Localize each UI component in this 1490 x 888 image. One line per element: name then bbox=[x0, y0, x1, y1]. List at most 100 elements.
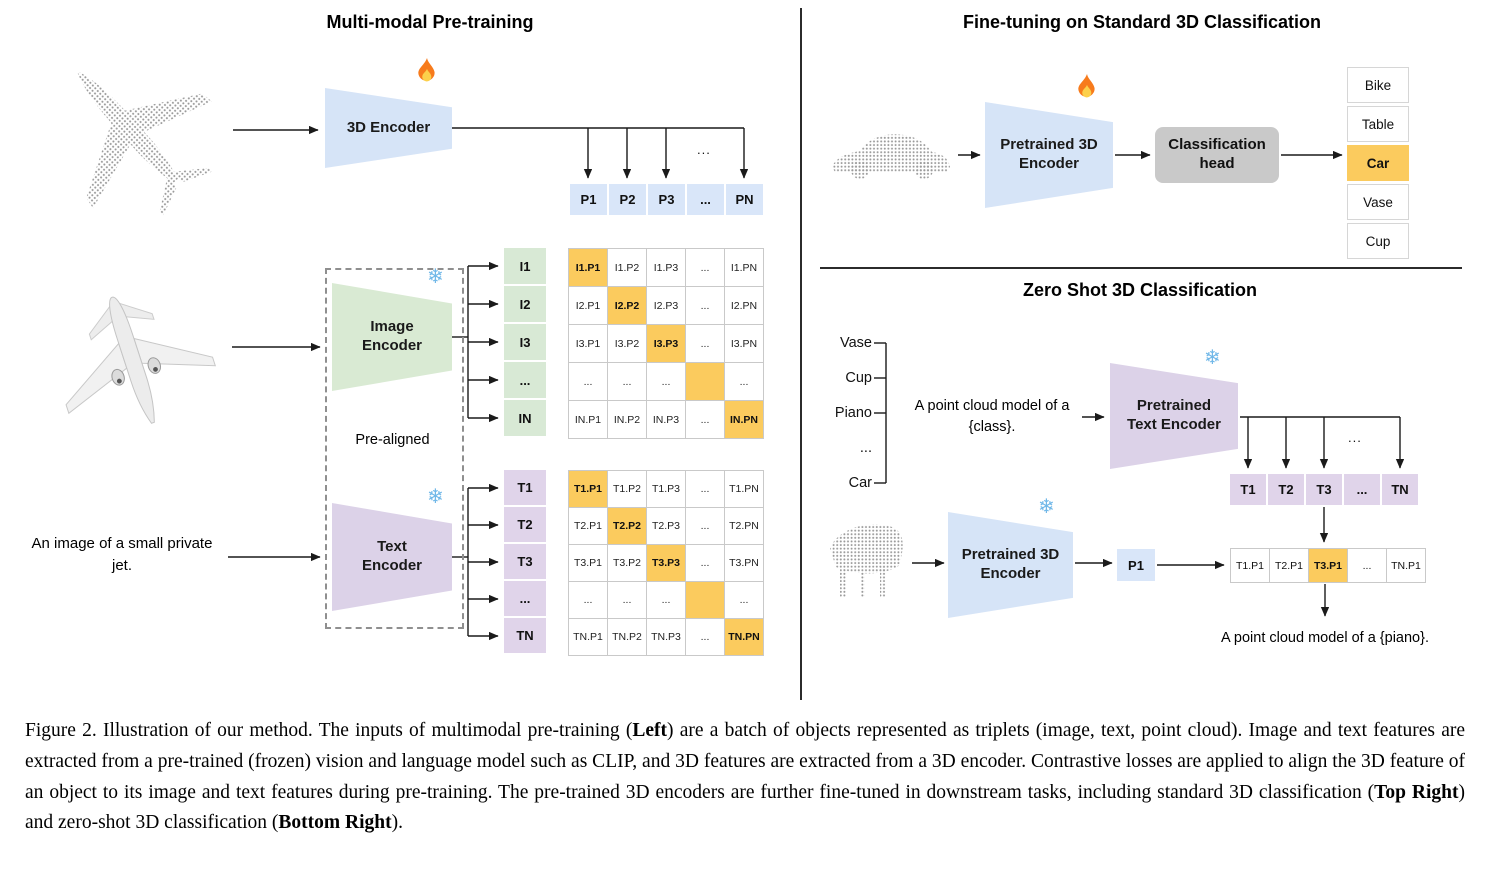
image-point-matrix-cell: I1.P2 bbox=[608, 249, 647, 287]
text-feature-cell: T1 bbox=[1230, 474, 1266, 505]
image-point-matrix-cell: ... bbox=[686, 249, 725, 287]
image-point-matrix-cell: I2.P3 bbox=[647, 287, 686, 325]
caption-text: ). bbox=[391, 812, 403, 834]
text-point-matrix-cell: TN.PN bbox=[725, 619, 764, 656]
prompt-template: A point cloud model of a {class}. bbox=[914, 398, 1070, 436]
snowflake-icon: ❄ bbox=[427, 484, 444, 508]
text-point-matrix-cell: T1.P2 bbox=[608, 471, 647, 508]
text-point-matrix-cell: T2.P1 bbox=[569, 508, 608, 545]
bottom-right-panel-title: Zero Shot 3D Classification bbox=[1022, 280, 1258, 300]
result-cell: ... bbox=[1347, 548, 1387, 583]
caption-bold-text: Top Right bbox=[1374, 781, 1459, 803]
image-point-matrix-cell: I3.PN bbox=[725, 325, 764, 363]
image-feature-cell: I2 bbox=[504, 286, 546, 322]
top-right-panel-title: Fine-tuning on Standard 3D Classificatio… bbox=[962, 12, 1322, 32]
image-point-matrix-cell: ... bbox=[647, 363, 686, 401]
p-feature-cell: ... bbox=[687, 184, 724, 215]
text-point-matrix-cell: T2.P2 bbox=[608, 508, 647, 545]
text-point-matrix-cell: T3.P1 bbox=[569, 545, 608, 582]
image-point-matrix-cell: IN.PN bbox=[725, 401, 764, 439]
arrows-ellipsis: ... bbox=[1348, 430, 1362, 445]
image-point-matrix-cell: ... bbox=[686, 325, 725, 363]
car-point-cloud bbox=[826, 114, 956, 186]
class-item: Table bbox=[1347, 106, 1409, 142]
image-point-matrix-cell: IN.P2 bbox=[608, 401, 647, 439]
zero-shot-output: A point cloud model of a {piano}. bbox=[1221, 630, 1429, 646]
image-feature-cell: ... bbox=[504, 362, 546, 398]
zero-shot-class-item: Vase bbox=[840, 335, 872, 351]
text-feature-cell: T3 bbox=[1306, 474, 1342, 505]
pre-aligned-label: Pre-aligned bbox=[355, 432, 430, 448]
text-point-matrix-cell bbox=[686, 582, 725, 619]
image-point-matrix-cell: ... bbox=[725, 363, 764, 401]
image-encoder: Image Encoder bbox=[332, 283, 452, 391]
image-feature-cell: IN bbox=[504, 400, 546, 436]
result-cell: T2.P1 bbox=[1269, 548, 1309, 583]
3d-encoder: 3D Encoder bbox=[325, 88, 452, 168]
text-point-matrix-cell: ... bbox=[647, 582, 686, 619]
pretrained-text-encoder: Pretrained Text Encoder bbox=[1110, 363, 1238, 469]
result-cell: TN.P1 bbox=[1386, 548, 1426, 583]
image-point-matrix-cell: I2.P1 bbox=[569, 287, 608, 325]
text-point-matrix-cell: T1.PN bbox=[725, 471, 764, 508]
text-encoder-label: Text Encoder bbox=[361, 538, 422, 574]
piano-point-cloud-graphic bbox=[830, 524, 903, 597]
p1-feature-cell: P1 bbox=[1117, 549, 1155, 581]
p-feature-cell: P3 bbox=[648, 184, 685, 215]
text-point-matrix-cell: ... bbox=[686, 545, 725, 582]
text-encoder: Text Encoder bbox=[332, 503, 452, 611]
class-item: Bike bbox=[1347, 67, 1409, 103]
text-point-matrix-cell: T1.P1 bbox=[569, 471, 608, 508]
text-point-matrix-cell: T2.P3 bbox=[647, 508, 686, 545]
p-feature-cell: P2 bbox=[609, 184, 646, 215]
left-panel-title: Multi-modal Pre-training bbox=[326, 12, 534, 32]
snowflake-icon: ❄ bbox=[1038, 494, 1055, 518]
text-feature-cell: T3 bbox=[504, 544, 546, 579]
result-cell: T3.P1 bbox=[1308, 548, 1348, 583]
text-feature-cell: TN bbox=[504, 618, 546, 653]
class-item: Vase bbox=[1347, 184, 1409, 220]
text-point-matrix-cell: ... bbox=[725, 582, 764, 619]
zero-shot-class-item: Piano bbox=[834, 405, 872, 421]
zero-shot-class-item: ... bbox=[859, 440, 872, 456]
pretrained-3d-encoder-finetune: Pretrained 3D Encoder bbox=[985, 102, 1113, 208]
pretrained-3d-encoder-zeroshot: Pretrained 3D Encoder bbox=[948, 512, 1073, 618]
classification-head-label: Classification head bbox=[1168, 136, 1266, 172]
image-point-matrix-cell: IN.P1 bbox=[569, 401, 608, 439]
airplane-point-cloud-graphic bbox=[77, 71, 212, 216]
caption-text: ) are a batch of objects represented as … bbox=[25, 720, 1465, 803]
p-feature-cell: PN bbox=[726, 184, 763, 215]
text-feature-cell: T1 bbox=[504, 470, 546, 505]
caption-text: ) and zero-shot 3D classification ( bbox=[25, 781, 1465, 834]
image-point-matrix-cell: ... bbox=[686, 401, 725, 439]
caption-text: Figure 2. Illustration of our method. Th… bbox=[25, 720, 633, 741]
p-feature-cell: P1 bbox=[570, 184, 607, 215]
class-item: Cup bbox=[1347, 223, 1409, 259]
text-point-matrix-cell: T3.P2 bbox=[608, 545, 647, 582]
text-feature-cell: T2 bbox=[504, 507, 546, 542]
figure-caption: Figure 2. Illustration of our method. Th… bbox=[25, 716, 1465, 839]
image-feature-cell: I1 bbox=[504, 248, 546, 284]
panel-divider-horizontal bbox=[820, 267, 1462, 269]
image-point-matrix-cell: I3.P1 bbox=[569, 325, 608, 363]
text-point-matrix-cell: TN.P2 bbox=[608, 619, 647, 656]
image-point-matrix-cell: IN.P3 bbox=[647, 401, 686, 439]
text-feature-cell: TN bbox=[1382, 474, 1418, 505]
text-point-matrix-cell: T3.P3 bbox=[647, 545, 686, 582]
3d-encoder-label: 3D Encoder bbox=[346, 118, 431, 136]
image-feature-cell: I3 bbox=[504, 324, 546, 360]
arrows-ellipsis: ... bbox=[697, 142, 711, 157]
snowflake-icon: ❄ bbox=[427, 264, 444, 288]
image-point-matrix-cell: ... bbox=[569, 363, 608, 401]
text-point-matrix-cell: ... bbox=[686, 471, 725, 508]
figure-diagram: Multi-modal Pre-training 3D Encoder bbox=[32, 8, 1462, 700]
class-item: Car bbox=[1347, 145, 1409, 181]
snowflake-icon: ❄ bbox=[1204, 345, 1221, 369]
image-encoder-label: Image Encoder bbox=[361, 318, 422, 354]
text-feature-cell: T2 bbox=[1268, 474, 1304, 505]
text-point-matrix-cell: ... bbox=[608, 582, 647, 619]
